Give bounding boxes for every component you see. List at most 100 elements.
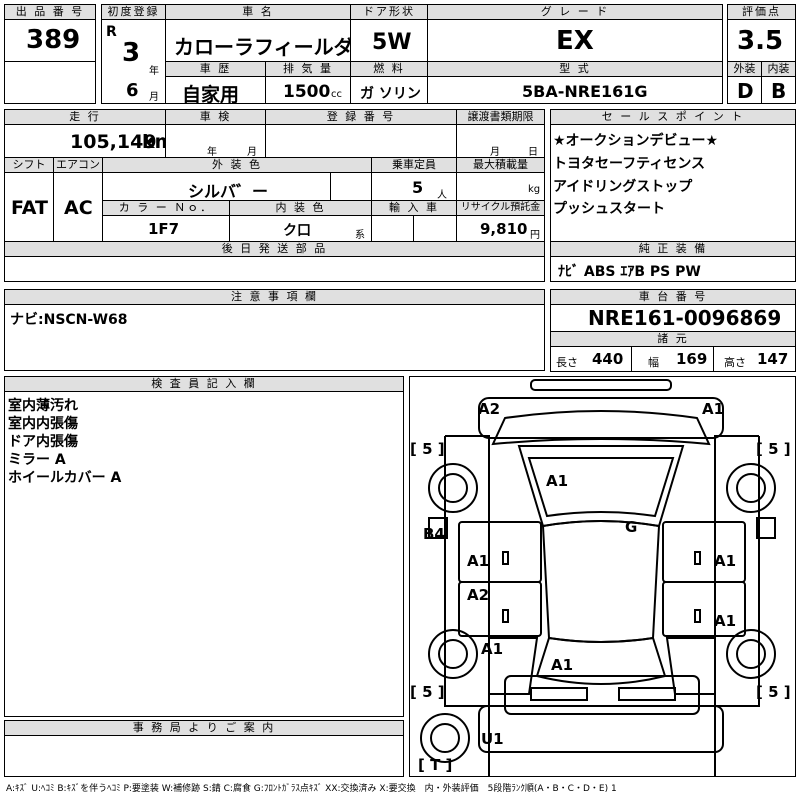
transfer-day-unit: 日 — [528, 147, 538, 158]
lot-blank-cell — [4, 61, 96, 104]
first-reg-label: 初度登録 — [101, 4, 166, 20]
reg-year-unit: 年 — [149, 66, 159, 77]
damage-diagram-frame — [409, 376, 796, 777]
import-divider — [413, 215, 414, 242]
score: 3.5 — [737, 26, 784, 56]
reg-no-cell — [265, 124, 457, 158]
mark-tire-rr: [ 5 ] — [756, 683, 791, 701]
shift: FAT — [11, 197, 48, 219]
capacity-unit: 人 — [437, 190, 447, 201]
color-no: 1F7 — [148, 220, 180, 238]
equipment: ﾅﾋﾞ ABS ｴｱB PS PW — [558, 264, 701, 280]
mark-tire-fr: [ 5 ] — [756, 440, 791, 458]
score-label: 評価点 — [727, 4, 796, 20]
max-load-label: 最大積載量 — [456, 157, 545, 173]
capacity-cell — [371, 172, 457, 201]
length: 440 — [592, 350, 624, 368]
displacement: 1500 — [283, 82, 331, 102]
ext-color-label: 外 装 色 — [102, 157, 372, 173]
later-parts-label: 後 日 発 送 部 品 — [4, 241, 545, 257]
grade-cell — [427, 19, 723, 62]
fuel: ガ ソリン — [360, 86, 421, 102]
door-type: 5W — [372, 30, 412, 55]
grade: EX — [556, 26, 594, 56]
displacement-unit: cc — [331, 89, 342, 100]
import-label: 輸 入 車 — [371, 200, 457, 216]
ac-label: エアコン — [53, 157, 103, 173]
interior-cell — [761, 76, 796, 104]
ac: AC — [64, 197, 93, 219]
mark-tire-rl: [ 5 ] — [410, 683, 445, 701]
notes-label: 注 意 事 項 欄 — [4, 289, 545, 305]
sales-label: セ ー ル ス ポ イ ン ト — [550, 109, 796, 125]
equipment-label: 純 正 装 備 — [550, 241, 796, 257]
interior-label: 内装 — [761, 61, 796, 77]
mark-tire-fl: [ 5 ] — [410, 440, 445, 458]
reg-month-unit: 月 — [149, 92, 159, 103]
recycle-unit: 円 — [530, 230, 540, 241]
inspection-year-unit: 年 — [207, 147, 217, 158]
mileage-label: 走 行 — [4, 109, 166, 125]
door-label: ドア形状 — [350, 4, 428, 20]
equipment-cell — [550, 256, 796, 282]
grade-label: グ レ ー ド — [427, 4, 723, 20]
exterior-label: 外装 — [727, 61, 762, 77]
sales-item: トヨタセーフティセンス — [553, 156, 706, 172]
history: 自家用 — [182, 84, 240, 106]
history-cell — [165, 76, 266, 104]
import-cell — [371, 215, 457, 242]
inspector-line: 室内薄汚れ — [8, 398, 78, 414]
dims-divider — [631, 346, 632, 372]
inspector-line: ミラー A — [8, 452, 66, 468]
notes-text: ナビ:NSCN-W68 — [10, 312, 128, 328]
mark-a1-left-quarter: A1 — [481, 640, 504, 658]
width-label: 幅 — [648, 356, 659, 369]
inspector-line: 室内内張傷 — [8, 416, 78, 432]
sales-item: ★オークションデビュー★ — [553, 133, 719, 149]
mileage: 105,149 — [70, 131, 157, 153]
model-cell — [427, 76, 723, 104]
reg-month: 6 — [126, 80, 139, 101]
color-no-label: カ ラ ー Ｎｏ． — [102, 200, 230, 216]
history-label: 車 歴 — [165, 61, 266, 77]
inspector-label: 検 査 員 記 入 欄 — [4, 376, 404, 392]
model: 5BA-NRE161G — [522, 82, 648, 101]
lot-label: 出 品 番 号 — [4, 4, 96, 20]
fuel-cell — [350, 76, 428, 104]
capacity-label: 乗車定員 — [371, 157, 457, 173]
model-label: 型 式 — [427, 61, 723, 77]
sales-item: プッシュスタート — [553, 201, 665, 217]
ext-color-cell — [102, 172, 372, 201]
int-color-unit: 系 — [355, 230, 365, 241]
length-label: 長さ — [556, 356, 578, 369]
mark-a1-left-front-door: A1 — [467, 552, 490, 570]
mark-a1-roof: A1 — [551, 656, 574, 674]
sales-item: アイドリングストップ — [553, 179, 693, 195]
office-cell — [4, 735, 404, 777]
max-load-unit: kg — [528, 184, 541, 195]
reg-no-label: 登 録 番 号 — [265, 109, 457, 125]
mark-a2-front-left: A2 — [478, 400, 501, 418]
dims-divider — [713, 346, 714, 372]
notes-cell — [4, 304, 545, 371]
mark-a1-hood: A1 — [546, 472, 569, 490]
shift-label: シフト — [4, 157, 54, 173]
chassis-label: 車 台 番 号 — [550, 289, 796, 305]
interior-grade: B — [771, 79, 787, 103]
capacity: 5 — [412, 178, 424, 197]
height: 147 — [757, 350, 789, 368]
inspector-line: ドア内張傷 — [8, 434, 78, 450]
ac-cell — [53, 172, 103, 242]
exterior-cell — [727, 76, 762, 104]
mark-u1-rear: U1 — [481, 730, 504, 748]
car-diagram — [420, 379, 776, 777]
mark-a1-right-front-door: A1 — [714, 552, 737, 570]
lot-number: 389 — [26, 25, 81, 55]
office-label: 事 務 局 よ り ご 案 内 — [4, 720, 404, 736]
legend: A:ｷｽﾞ U:ﾍｺﾐ B:ｷｽﾞを伴うﾍｺﾐ P:要塗装 W:補修跡 S:錆 … — [6, 784, 617, 794]
mark-a1-right-rear-door: A1 — [714, 612, 737, 630]
first-reg-cell — [101, 19, 166, 104]
inspection-cell — [165, 124, 266, 158]
chassis-number: NRE161-0096869 — [588, 306, 782, 330]
later-parts-cell — [4, 256, 545, 282]
